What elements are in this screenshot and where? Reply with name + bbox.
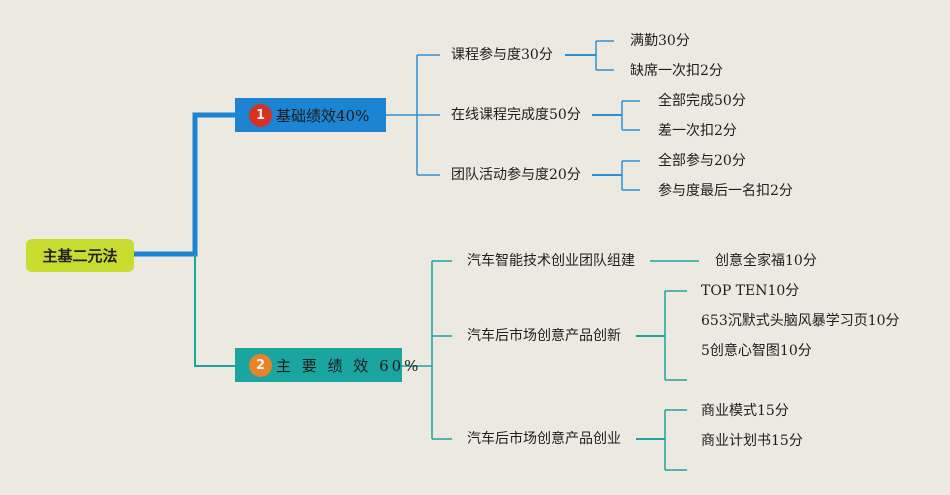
root-node[interactable]: 主基二元法 [26,239,134,272]
topic-team-building[interactable]: 汽车智能技术创业团队组建 [467,253,635,269]
badge-two: 2 [249,353,272,377]
detail-full-attendance[interactable]: 满勤30分 [630,33,690,49]
branch-main-performance[interactable]: 2 主 要 绩 效 60% [235,348,418,382]
topic-course-participation[interactable]: 课程参与度30分 [451,47,553,63]
detail-business-model[interactable]: 商业模式15分 [701,403,789,419]
detail-business-plan[interactable]: 商业计划书15分 [701,433,803,449]
badge-one: 1 [249,103,272,127]
detail-absence-deduction[interactable]: 缺席一次扣2分 [630,63,723,79]
detail-all-complete[interactable]: 全部完成50分 [658,93,746,109]
detail-brainstorm-page[interactable]: 653沉默式头脑风暴学习页10分 [701,313,900,329]
branch-basic-performance[interactable]: 1 基础绩效40% [235,98,386,132]
topic-team-activity[interactable]: 团队活动参与度20分 [451,167,581,183]
detail-mind-map[interactable]: 5创意心智图10分 [701,343,812,359]
detail-top-ten[interactable]: TOP TEN10分 [701,283,800,299]
topic-product-entrepreneurship[interactable]: 汽车后市场创意产品创业 [467,431,621,447]
detail-last-place-deduction[interactable]: 参与度最后一名扣2分 [658,183,793,199]
detail-missing-deduction[interactable]: 差一次扣2分 [658,123,737,139]
detail-all-participate[interactable]: 全部参与20分 [658,153,746,169]
branch-label: 基础绩效40% [276,106,370,125]
root-label: 主基二元法 [42,247,118,265]
detail-family-photo[interactable]: 创意全家福10分 [715,253,817,269]
branch-label: 主 要 绩 效 60% [276,356,422,375]
topic-online-completion[interactable]: 在线课程完成度50分 [451,107,581,123]
topic-product-innovation[interactable]: 汽车后市场创意产品创新 [467,328,621,344]
